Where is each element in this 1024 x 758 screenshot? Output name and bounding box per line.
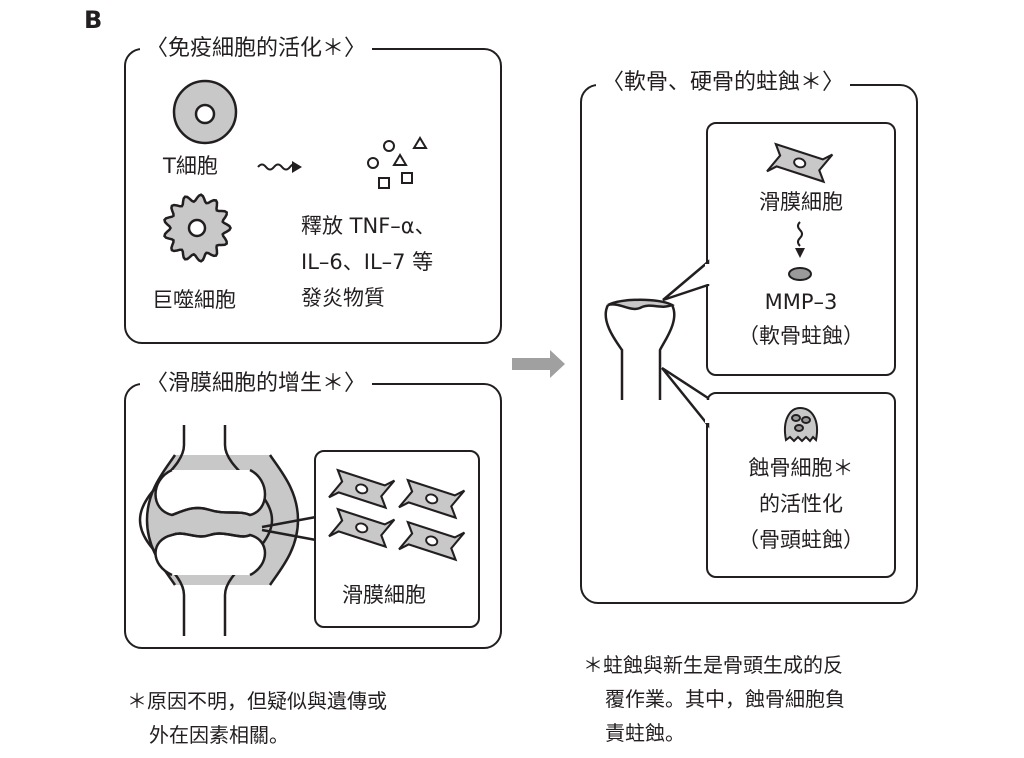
t-cell-label: T細胞 — [163, 154, 218, 178]
synovial-cell-icon — [328, 468, 466, 562]
release-text-line-1: 釋放 TNF–α、 — [301, 214, 436, 238]
bone-icon — [604, 298, 676, 400]
inflammatory-molecules-icon — [367, 136, 428, 189]
footnote-right: ＊蛀蝕與新生是骨頭生成的反 覆作業。其中，蝕骨細胞負 責蛀蝕。 — [583, 648, 845, 750]
figure-label: B — [84, 6, 103, 34]
synovial-cell-icon — [398, 520, 466, 562]
mmp3-enzyme-icon — [788, 267, 812, 281]
erosion-panel-title: 〈軟骨、硬骨的蛀蝕＊〉 — [596, 72, 851, 94]
wavy-arrow-icon — [257, 161, 302, 173]
footnote-left-line-2: 外在因素相關。 — [149, 723, 289, 747]
activation-label: 的活性化 — [759, 492, 843, 516]
synovial-panel-title: 〈滑膜細胞的增生＊〉 — [140, 373, 373, 395]
callout-pointer-upper — [662, 259, 710, 302]
mmp3-label: MMP–3 — [764, 290, 838, 314]
synovial-cell-icon — [398, 478, 466, 520]
osteoclast-label: 蝕骨細胞＊ — [748, 456, 854, 480]
footnote-left-line-1: ＊原因不明，但疑似與遺傳或 — [127, 689, 387, 713]
bone-erosion-label: （骨頭蛀蝕） — [738, 528, 864, 552]
footnote-left: ＊原因不明，但疑似與遺傳或 外在因素相關。 — [127, 684, 387, 752]
wavy-down-arrow-icon — [795, 221, 805, 258]
macrophage-label: 巨噬細胞 — [152, 288, 236, 312]
synovial-cell-icon — [328, 468, 396, 510]
joint-icon — [138, 425, 317, 636]
macrophage-icon — [163, 193, 232, 263]
synovial-cells-label: 滑膜細胞 — [342, 583, 426, 607]
callout-pointer-lower — [661, 366, 710, 429]
immune-panel-title: 〈免疫細胞的活化＊〉 — [140, 38, 373, 60]
footnote-right-line-2: 覆作業。其中，蝕骨細胞負 — [605, 687, 845, 711]
osteoclast-icon — [784, 406, 818, 443]
t-cell-icon — [172, 79, 238, 145]
upper-callout-cell-label: 滑膜細胞 — [759, 190, 843, 214]
synovial-cell-icon — [328, 507, 396, 549]
synovial-cell-icon — [766, 142, 834, 184]
cartilage-erosion-label: （軟骨蛀蝕） — [738, 324, 864, 348]
footnote-right-line-3: 責蛀蝕。 — [605, 721, 685, 745]
release-text-line-2: IL–6、IL–7 等 — [301, 250, 434, 274]
release-text-line-3: 發炎物質 — [301, 286, 385, 310]
synovial-cell-icon — [766, 142, 834, 184]
footnote-right-line-1: ＊蛀蝕與新生是骨頭生成的反 — [583, 653, 843, 677]
